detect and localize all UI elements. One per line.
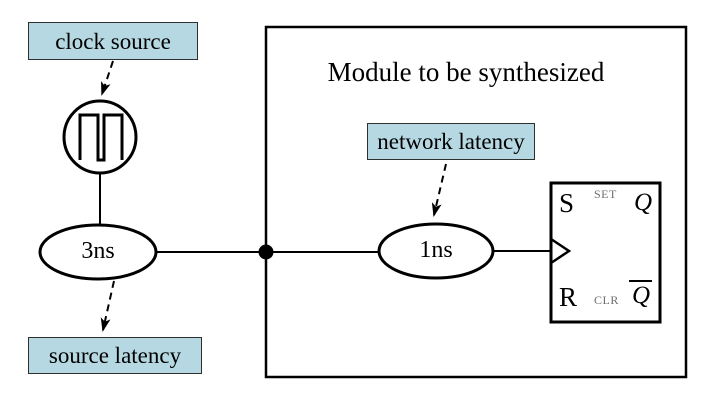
clock-source-label: clock source xyxy=(55,28,171,54)
arrow-ellipse-to-source-latency xyxy=(100,280,115,332)
source-latency-label-box: source latency xyxy=(28,337,202,374)
clock-source-label-box: clock source xyxy=(28,22,198,60)
network-latency-ellipse xyxy=(377,222,495,280)
module-title: Module to be synthesized xyxy=(327,57,605,87)
flip-flop-box xyxy=(549,181,662,324)
wire-junction-dot-icon xyxy=(258,244,274,260)
clock-waveform-icon xyxy=(78,113,124,162)
flipflop-qbar-pin-label: Q xyxy=(629,280,653,310)
network-latency-label: network latency xyxy=(377,129,525,154)
flipflop-r-pin-label: R xyxy=(559,282,578,312)
source-latency-ellipse xyxy=(38,223,158,281)
clock-source-symbol xyxy=(62,99,138,175)
arrow-network-latency-to-ellipse xyxy=(431,163,447,217)
network-latency-value: 1ns xyxy=(419,237,453,263)
flipflop-set-label: SET xyxy=(594,187,617,201)
source-latency-value: 3ns xyxy=(81,238,115,264)
module-boundary-box xyxy=(264,25,688,379)
flipflop-s-pin-label: S xyxy=(559,188,575,218)
source-latency-label: source latency xyxy=(48,343,182,368)
flipflop-clr-label: CLR xyxy=(594,293,619,307)
network-latency-label-box: network latency xyxy=(367,123,535,160)
arrow-clock-source-to-symbol xyxy=(101,60,114,96)
flipflop-q-pin-label: Q xyxy=(634,189,653,216)
flipflop-qbar-pin: Q xyxy=(629,280,653,310)
clock-edge-triangle-icon xyxy=(550,237,572,265)
